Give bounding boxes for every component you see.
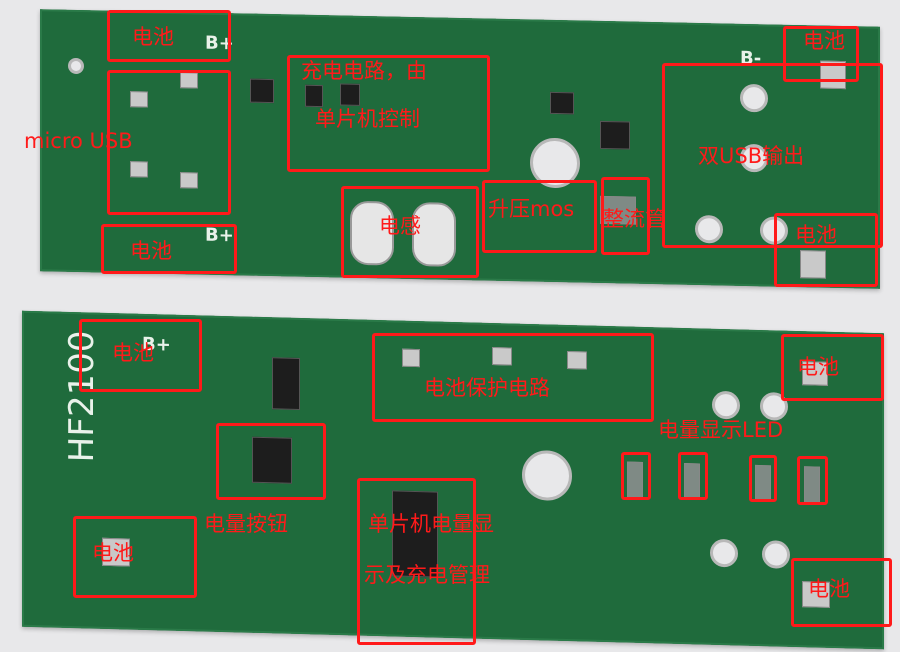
annotation-box-led xyxy=(678,452,708,500)
label-mcu-line2: 示及充电管理 xyxy=(364,563,490,587)
mounting-hole xyxy=(68,57,84,75)
chip xyxy=(250,78,274,104)
label-battery: 电池 xyxy=(92,541,134,565)
annotation-box-led xyxy=(749,455,777,502)
chip xyxy=(600,120,630,150)
annotation-box-rectifier xyxy=(601,177,650,255)
label-battery-protection: 电池保护电路 xyxy=(424,376,550,400)
label-charge-circuit-line1: 充电电路，由 xyxy=(301,59,427,83)
chip xyxy=(272,357,300,410)
annotation-box-battery xyxy=(101,224,237,274)
label-level-button: 电量按钮 xyxy=(204,512,288,536)
usb-hole xyxy=(712,390,740,420)
label-mcu-line1: 单片机电量显 xyxy=(368,512,494,536)
annotation-box-led xyxy=(797,456,828,505)
chip xyxy=(550,91,574,115)
annotation-box-battery-protection xyxy=(372,333,654,422)
label-micro-usb: micro USB xyxy=(24,129,133,153)
usb-hole xyxy=(762,540,790,569)
label-charge-circuit-line2: 单片机控制 xyxy=(315,107,420,131)
label-boost-mos: 升压mos xyxy=(488,197,575,221)
label-battery: 电池 xyxy=(797,355,839,379)
label-battery: 电池 xyxy=(132,25,174,49)
label-dual-usb-output: 双USB输出 xyxy=(698,144,805,168)
label-inductor: 电感 xyxy=(379,214,421,238)
label-battery: 电池 xyxy=(795,223,837,247)
annotation-box-micro-usb xyxy=(107,70,231,215)
annotation-box-mcu xyxy=(357,478,476,645)
label-battery: 电池 xyxy=(808,577,850,601)
usb-hole xyxy=(710,538,738,568)
annotation-box-level-button xyxy=(216,423,326,500)
annotation-box-charge-circuit xyxy=(287,55,490,172)
annotation-box-battery xyxy=(107,10,231,62)
annotation-box-battery xyxy=(783,26,859,82)
annotation-box-boost-mos xyxy=(482,180,597,253)
label-battery: 电池 xyxy=(130,239,172,263)
annotation-box-battery xyxy=(73,516,197,598)
mounting-hole xyxy=(522,449,572,502)
annotation-box-inductor xyxy=(341,186,479,278)
annotation-box-battery xyxy=(781,334,884,401)
label-battery: 电池 xyxy=(803,29,845,53)
annotation-box-dual-usb xyxy=(662,63,883,248)
label-level-led: 电量显示LED xyxy=(658,418,784,442)
annotation-box-battery xyxy=(79,319,202,392)
annotation-box-battery xyxy=(774,213,878,287)
label-battery: 电池 xyxy=(112,341,154,365)
annotation-box-led xyxy=(621,452,651,500)
label-rectifier: 整流管 xyxy=(603,207,666,231)
annotation-box-battery xyxy=(791,558,892,627)
